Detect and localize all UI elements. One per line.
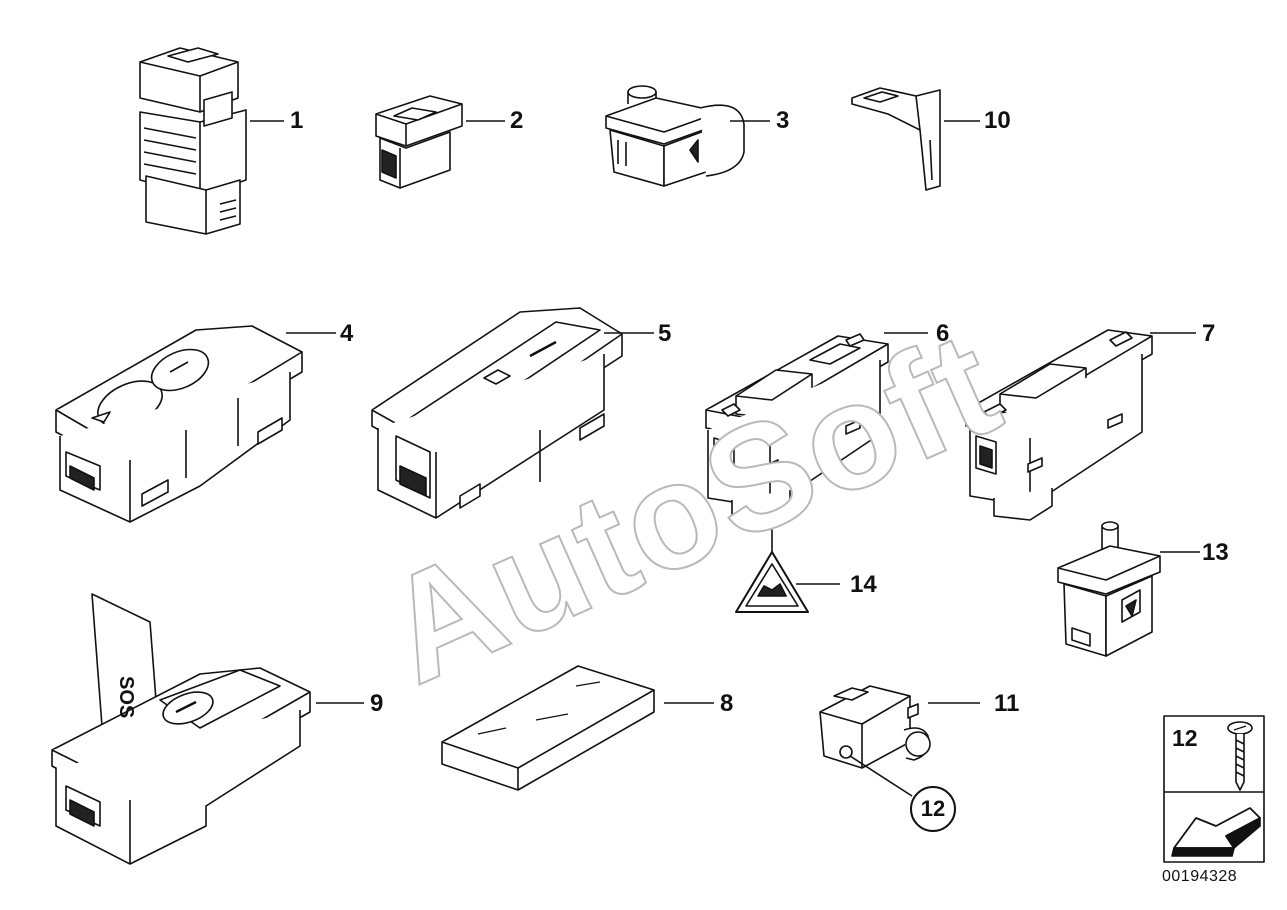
part-5-switch: [371, 307, 623, 519]
part-1-connector: [139, 47, 247, 235]
callout-10: 10: [984, 107, 1011, 134]
part-2-switch: [375, 95, 463, 189]
callout-3: 3: [776, 107, 790, 134]
callout-14: 14: [850, 571, 877, 598]
part-13-plunger-switch: [1057, 521, 1161, 657]
part-3-plunger-switch: [605, 85, 745, 187]
callout-9: 9: [370, 690, 384, 717]
callout-13: 13: [1202, 539, 1229, 566]
callout-7: 7: [1202, 320, 1216, 347]
callout-4: 4: [340, 320, 354, 347]
inset-box-screw: [1163, 715, 1265, 863]
leader-lines: [250, 120, 1200, 797]
callout-8: 8: [720, 690, 734, 717]
part-11-sensor: [819, 685, 931, 769]
callout-2: 2: [510, 107, 524, 134]
part-10-bracket: [851, 87, 941, 191]
callout-1: 1: [290, 107, 304, 134]
inset-box-label: 12: [1172, 725, 1198, 751]
callout-12-circled: 12: [910, 786, 956, 832]
part-8-pad: [441, 665, 655, 791]
part-9-sos-switch: [51, 593, 311, 865]
part-14-warning-label: [735, 551, 809, 613]
part-7-rocker-switch: [965, 329, 1153, 521]
part-6-rocker-switch: [705, 333, 889, 525]
part-4-window-switch: [55, 325, 303, 523]
callout-5: 5: [658, 320, 672, 347]
watermark: AutoSoft: [360, 297, 1023, 716]
sos-label: SOS: [115, 676, 137, 718]
document-number: 00194328: [1162, 868, 1238, 885]
callout-6: 6: [936, 320, 950, 347]
callout-11: 11: [994, 690, 1020, 717]
